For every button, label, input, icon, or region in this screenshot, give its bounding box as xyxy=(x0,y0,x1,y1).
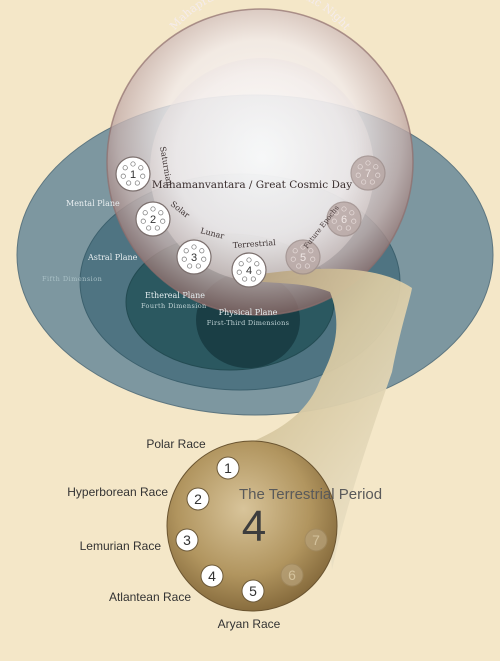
race-label-aryan: Aryan Race xyxy=(218,617,281,631)
race-label-atlantean: Atlantean Race xyxy=(109,590,191,604)
cosmic-day-circle xyxy=(150,58,374,282)
race-circle-6: 6 xyxy=(280,563,304,587)
period-number-3: 3 xyxy=(191,252,197,264)
period-number-6: 6 xyxy=(341,214,347,226)
period-circle-2: 2 xyxy=(135,201,171,237)
period-number-1: 1 xyxy=(130,169,136,181)
fourth-dimension-label: Fourth Dimension xyxy=(141,302,207,310)
race-number-1: 1 xyxy=(224,460,232,476)
period-circle-5: 5 xyxy=(285,239,321,275)
astral-plane-label: Astral Plane xyxy=(87,253,138,262)
physical-plane-label: Physical Plane xyxy=(219,308,278,317)
race-number-2: 2 xyxy=(194,491,202,507)
period-circle-4: 4 xyxy=(231,252,267,288)
terrestrial-big-number: 4 xyxy=(242,502,266,551)
mental-plane-label: Mental Plane xyxy=(66,199,120,208)
period-circles: 1 2 3 4 5 6 7 xyxy=(115,155,386,288)
race-circle-2: 2 xyxy=(186,487,210,511)
period-number-2: 2 xyxy=(150,214,156,226)
period-circle-6: 6 xyxy=(326,201,362,237)
period-number-7: 7 xyxy=(365,168,371,180)
period-circle-1: 1 xyxy=(115,156,151,192)
race-circle-3: 3 xyxy=(175,528,199,552)
race-circle-5: 5 xyxy=(241,579,265,603)
period-circle-3: 3 xyxy=(176,239,212,275)
fifth-dimension-label: Fifth Dimension xyxy=(42,275,102,283)
race-number-6: 6 xyxy=(288,567,296,583)
race-number-4: 4 xyxy=(208,568,216,584)
period-number-4: 4 xyxy=(246,265,252,277)
day-title: Mahamanvantara / Great Cosmic Day xyxy=(152,179,352,191)
race-label-polar: Polar Race xyxy=(146,437,206,451)
period-number-5: 5 xyxy=(300,252,306,264)
race-label-lemurian: Lemurian Race xyxy=(80,539,162,553)
race-number-3: 3 xyxy=(183,532,191,548)
race-circles: 1 2 3 4 5 6 7 xyxy=(175,456,328,603)
terrestrial-title: The Terrestrial Period xyxy=(239,486,382,503)
race-circle-7: 7 xyxy=(304,528,328,552)
race-circle-1: 1 xyxy=(216,456,240,480)
race-number-5: 5 xyxy=(249,583,257,599)
first-third-dimensions-label: First-Third Dimensions xyxy=(207,319,289,327)
race-label-hyperborean: Hyperborean Race xyxy=(67,485,168,499)
period-circle-7: 7 xyxy=(350,155,386,191)
race-number-7: 7 xyxy=(312,532,320,548)
ethereal-plane-label: Ethereal Plane xyxy=(145,291,205,300)
race-circle-4: 4 xyxy=(200,564,224,588)
period-label-terrestrial: Terrestrial xyxy=(233,238,277,250)
terrestrial-stream xyxy=(195,268,412,570)
cosmic-sphere-rim xyxy=(106,8,414,316)
